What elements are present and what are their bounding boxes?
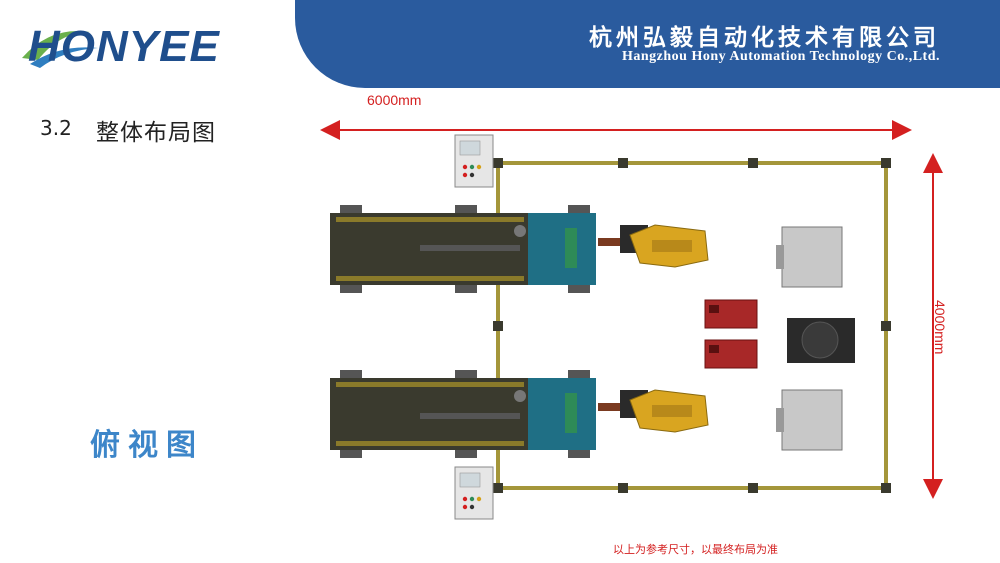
company-name-en: Hangzhou Hony Automation Technology Co.,…	[621, 49, 940, 64]
header-banner	[295, 0, 1000, 88]
grey-unit-bottom	[776, 389, 843, 451]
section-title: 整体布局图	[96, 120, 216, 146]
black-unit-middle	[787, 318, 855, 363]
view-label: 俯视图	[90, 428, 204, 463]
logo-swoosh-icon	[22, 31, 98, 68]
fence-posts	[493, 158, 891, 493]
grey-unit-top	[776, 226, 843, 288]
robot-bottom	[598, 389, 709, 433]
cabinet-red-lower	[704, 339, 758, 369]
section-number: 3.2	[40, 116, 72, 140]
cabinet-red-upper	[704, 299, 758, 329]
conveyor-top	[330, 205, 530, 293]
station-top	[528, 205, 596, 293]
station-bottom	[528, 370, 596, 458]
robot-top	[598, 224, 709, 268]
company-logo	[20, 18, 270, 78]
company-name-cn: 杭州弘毅自动化技术有限公司	[589, 24, 940, 51]
logo-text: HONYEE	[28, 22, 220, 71]
width-dimension-label: 6000mm	[367, 92, 422, 108]
layout-drawing	[320, 120, 943, 520]
control-box-bottom	[454, 466, 494, 520]
conveyor-bottom	[330, 370, 530, 458]
control-box-top	[454, 134, 494, 188]
reference-note: 以上为参考尺寸，以最终布局为准	[613, 543, 778, 556]
